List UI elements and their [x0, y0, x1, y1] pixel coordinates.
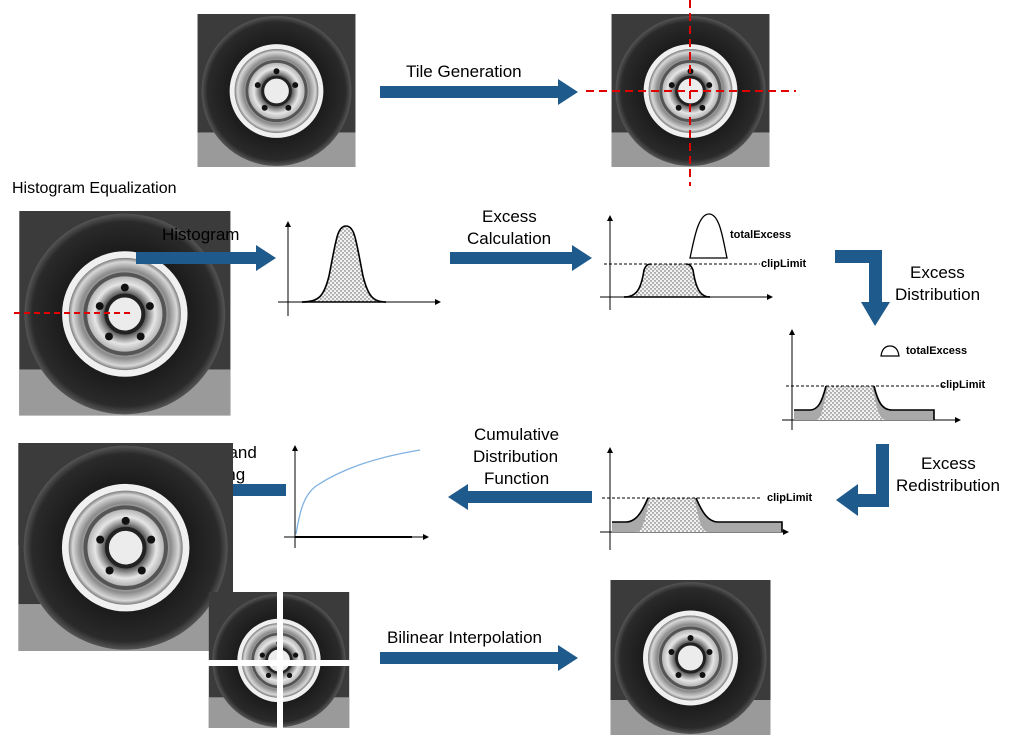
excess-redistribution-label-2: Redistribution: [896, 476, 1000, 495]
tire-tiles-separated: [202, 592, 356, 728]
tire-tile-crop: [14, 211, 130, 314]
tile-generation-label: Tile Generation: [406, 62, 522, 81]
cdf-curve-icon: [284, 445, 429, 548]
excess-redistribution-label-1: Excess: [921, 454, 976, 473]
histogram-arrow: [136, 245, 276, 271]
redistributed-histogram-icon: [600, 447, 789, 550]
clip-limit-label-c: clipLimit: [767, 492, 813, 504]
excess-redistribution-arrow: [836, 444, 889, 516]
tire-tile-equalized: [13, 443, 131, 545]
cdf-label-1: Cumulative: [474, 425, 560, 444]
small-excess-icon: [880, 345, 900, 357]
histogram-equalization-title: Histogram Equalization: [12, 180, 177, 197]
excess-calculation-arrow: [450, 245, 592, 271]
cdf-label-3: Function: [484, 469, 550, 488]
total-excess-label-a: totalExcess: [730, 229, 792, 241]
excess-distribution-label-2: Distribution: [895, 285, 981, 304]
tire-image-original: [190, 14, 363, 167]
clip-limit-label-b: clipLimit: [940, 379, 986, 391]
tire-image-result: [604, 580, 777, 735]
bilinear-interpolation-label: Bilinear Interpolation: [387, 628, 542, 647]
tile-generation-arrow: [380, 79, 578, 105]
bilinear-interpolation-arrow: [380, 645, 578, 671]
excess-distribution-label-1: Excess: [910, 263, 965, 282]
histogram-label: Histogram: [162, 225, 240, 244]
clipped-histogram-icon: [600, 213, 773, 310]
clip-limit-label-a: clipLimit: [761, 258, 807, 270]
cdf-label-2: Distribution: [473, 447, 559, 466]
distributed-histogram-icon: [782, 329, 961, 430]
excess-distribution-arrow: [835, 250, 890, 326]
total-excess-label-b: totalExcess: [906, 345, 968, 357]
excess-calculation-label-2: Calculation: [467, 229, 552, 248]
excess-calculation-label-1: Excess: [482, 207, 537, 226]
cdf-arrow: [448, 484, 592, 510]
tile-divider-lines: [586, 0, 796, 186]
bell-histogram-icon: [278, 221, 441, 316]
